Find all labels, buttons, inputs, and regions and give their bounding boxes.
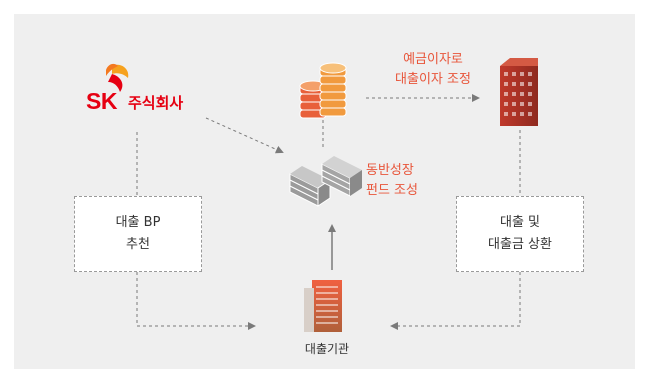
company-type-label: 주식회사 xyxy=(128,94,184,112)
fund-line-2: 펀드 조성 xyxy=(366,183,418,198)
interest-line-1: 예금이자로 xyxy=(403,52,463,67)
money-stack-icon xyxy=(289,156,362,207)
interest-line-2: 대출이자 조정 xyxy=(395,72,471,87)
interest-adjust-label: 예금이자로 대출이자 조정 xyxy=(378,50,488,90)
fund-line-1: 동반성장 xyxy=(366,163,414,178)
bp-recommend-box: 대출 BP 추천 xyxy=(74,196,202,272)
lender-building-icon xyxy=(304,280,342,332)
sk-logo-text: SK xyxy=(86,88,117,114)
sk-butterfly-icon xyxy=(106,63,129,92)
loan-repay-box: 대출 및 대출금 상환 xyxy=(456,196,584,272)
coins-icon xyxy=(299,62,347,119)
repay-line-2: 대출금 상환 xyxy=(488,237,552,252)
building-icon xyxy=(500,58,538,126)
repay-line-1: 대출 및 xyxy=(499,215,540,230)
bp-line-1: 대출 BP xyxy=(115,215,161,230)
connector-lines xyxy=(136,94,521,330)
lender-label: 대출기관 xyxy=(304,342,350,356)
bp-line-2: 추천 xyxy=(126,237,150,252)
fund-creation-label: 동반성장 펀드 조성 xyxy=(366,161,446,201)
